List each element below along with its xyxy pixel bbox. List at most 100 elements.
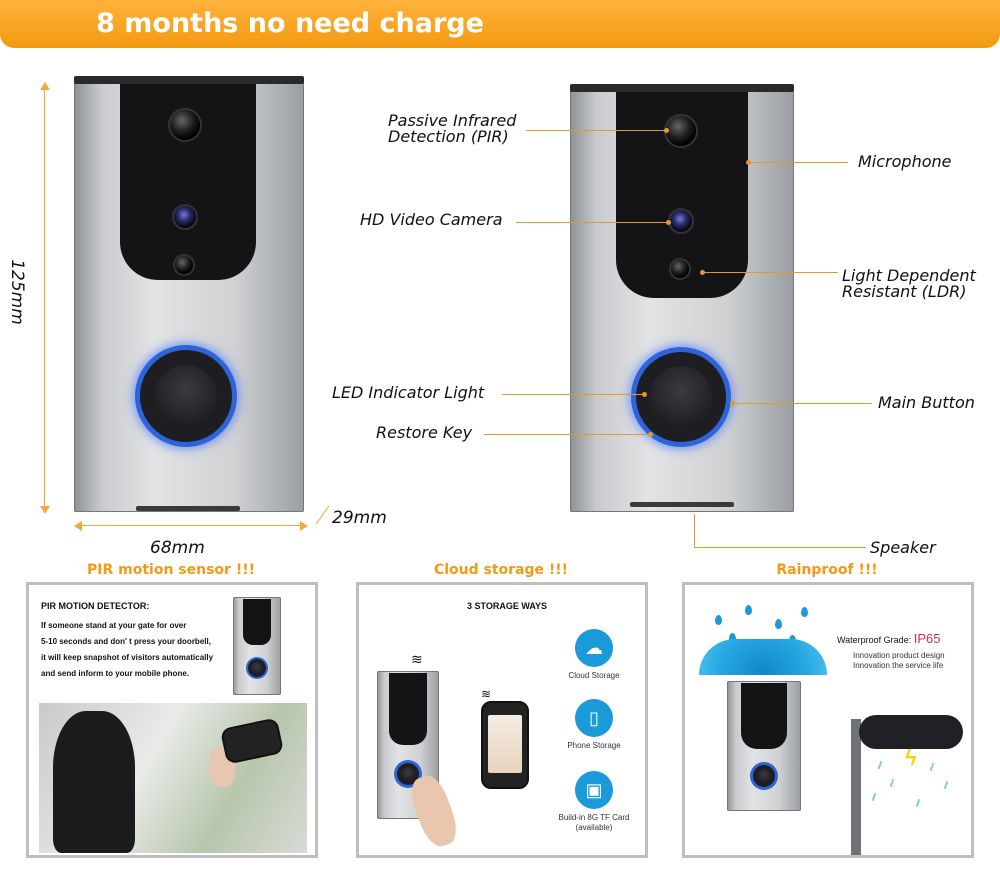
- cloud-upload-icon: ☁: [575, 629, 613, 667]
- main-button-lead-dot: [730, 401, 735, 406]
- pir-callout-line1: Passive Infrared: [388, 111, 517, 130]
- doorbell-image: [727, 681, 801, 811]
- raindrop-icon: [745, 605, 752, 615]
- raindrop-icon: [801, 607, 808, 617]
- rain-streak: [943, 780, 949, 790]
- pir-text-line3: it will keep snapshot of visitors automa…: [41, 653, 214, 662]
- wall-edge: [851, 719, 861, 855]
- main-button-lead-line: [732, 403, 872, 404]
- width-label: 68mm: [150, 538, 205, 558]
- doorbell-front: [74, 76, 304, 512]
- arrow-up-icon: [40, 82, 50, 90]
- camera-lens-icon: [668, 208, 694, 234]
- ldr-callout-line1: Light Dependent: [842, 266, 976, 285]
- sensor-panel: [243, 599, 271, 645]
- camera-callout: HD Video Camera: [360, 210, 503, 229]
- camera-lead-dot: [666, 220, 671, 225]
- pir-callout-line2: Detection (PIR): [388, 127, 509, 146]
- tf-card-label: Build-in 8G TF Card: [558, 813, 630, 822]
- doorbell-button: [140, 350, 232, 442]
- cloud-storage-label: Cloud Storage: [568, 671, 620, 680]
- pir-text-line1: If someone stand at your gate for over: [41, 621, 187, 630]
- depth-label: 29mm: [332, 508, 387, 528]
- arrow-right-icon: [300, 521, 308, 531]
- raindrop-icon: [729, 633, 736, 643]
- ldr-lead-dot: [700, 270, 705, 275]
- height-dimension-line: [44, 88, 45, 508]
- pir-text-line4: and send inform to your mobile phone.: [41, 669, 190, 678]
- microphone-callout: Microphone: [858, 152, 952, 171]
- doorbell-annotated: [570, 84, 794, 512]
- storm-cloud-icon: [859, 715, 963, 749]
- doorbell-button: [753, 765, 775, 787]
- raindrop-icon: [775, 619, 782, 629]
- sd-card-icon: ▣: [575, 771, 613, 809]
- led-callout: LED Indicator Light: [332, 383, 485, 402]
- pir-lead-dot: [664, 128, 669, 133]
- phone-screen: [488, 715, 522, 773]
- ldr-lead-line: [702, 272, 838, 273]
- cloud-panel-title: Cloud storage !!!: [433, 562, 569, 578]
- restore-lead-dot: [648, 432, 653, 437]
- ldr-callout-line2: Resistant (LDR): [842, 282, 967, 301]
- hooded-visitor-figure: [53, 711, 135, 853]
- waterproof-grade: Waterproof Grade: IP65: [837, 631, 940, 646]
- arrow-down-icon: [40, 506, 50, 514]
- rain-panel-title: Rainproof !!!: [776, 562, 878, 578]
- sensor-panel: [389, 673, 427, 745]
- pir-sensor-icon: [664, 114, 698, 148]
- device-top-cap: [74, 76, 304, 84]
- restore-lead-line: [484, 434, 650, 435]
- doorbell-button: [636, 352, 726, 442]
- rain-panel: Waterproof Grade: IP65 Innovation produc…: [682, 582, 974, 858]
- restore-callout: Restore Key: [376, 423, 473, 442]
- rain-streak: [915, 798, 921, 808]
- speaker-callout: Speaker: [870, 538, 936, 557]
- pir-lead-line: [526, 130, 666, 131]
- banner-title: 8 months no need charge: [96, 8, 484, 39]
- rain-streak: [877, 760, 883, 770]
- arrow-left-icon: [74, 521, 82, 531]
- microphone-lead-line: [748, 162, 848, 163]
- camera-lens-icon: [172, 204, 198, 230]
- camera-lead-line: [516, 222, 668, 223]
- device-top-cap: [570, 84, 794, 92]
- sensor-panel: [741, 683, 787, 749]
- height-label: 125mm: [6, 259, 27, 325]
- led-lead-line: [502, 394, 644, 395]
- led-lead-dot: [642, 392, 647, 397]
- rain-streak: [929, 762, 935, 772]
- phone-icon: ▯: [575, 699, 613, 737]
- doorbell-button: [248, 659, 266, 677]
- doorbell-button: [397, 763, 419, 785]
- lightning-icon: ϟ: [905, 745, 917, 770]
- raindrop-icon: [715, 615, 722, 625]
- umbrella-icon: [699, 639, 827, 675]
- visitor-photo: [39, 703, 307, 853]
- cloud-panel: 3 STORAGE WAYS ≋ ≋ ☁ Cloud Storage ▯ Pho…: [356, 582, 648, 858]
- ldr-sensor-icon: [669, 258, 691, 280]
- pir-text-line2: 5-10 seconds and don' t press your doorb…: [41, 637, 211, 646]
- grade-label: Waterproof Grade:: [837, 635, 912, 645]
- doorbell-image: [377, 671, 439, 819]
- speaker-slot: [136, 506, 240, 511]
- rain-line-1: Innovation product design: [853, 651, 945, 660]
- speaker-lead-line: [694, 547, 866, 548]
- depth-dimension-line: [315, 505, 330, 525]
- doorbell-thumbnail: [233, 597, 281, 695]
- phone-preview: [219, 717, 285, 765]
- wifi-icon: ≋: [481, 687, 492, 701]
- ldr-sensor-icon: [173, 254, 195, 276]
- pir-heading: PIR MOTION DETECTOR:: [41, 601, 150, 611]
- smartphone-app: [481, 701, 529, 789]
- rain-streak: [871, 792, 877, 802]
- tf-card-sublabel: (available): [575, 823, 613, 832]
- wifi-icon: ≋: [411, 651, 423, 667]
- pir-panel-title: PIR motion sensor !!!: [87, 562, 255, 578]
- speaker-lead-vertical: [694, 514, 695, 548]
- main-button-callout: Main Button: [878, 393, 975, 412]
- cloud-heading: 3 STORAGE WAYS: [467, 601, 548, 611]
- rain-streak: [889, 778, 895, 788]
- microphone-lead-dot: [746, 160, 751, 165]
- pir-panel: PIR MOTION DETECTOR: If someone stand at…: [26, 582, 318, 858]
